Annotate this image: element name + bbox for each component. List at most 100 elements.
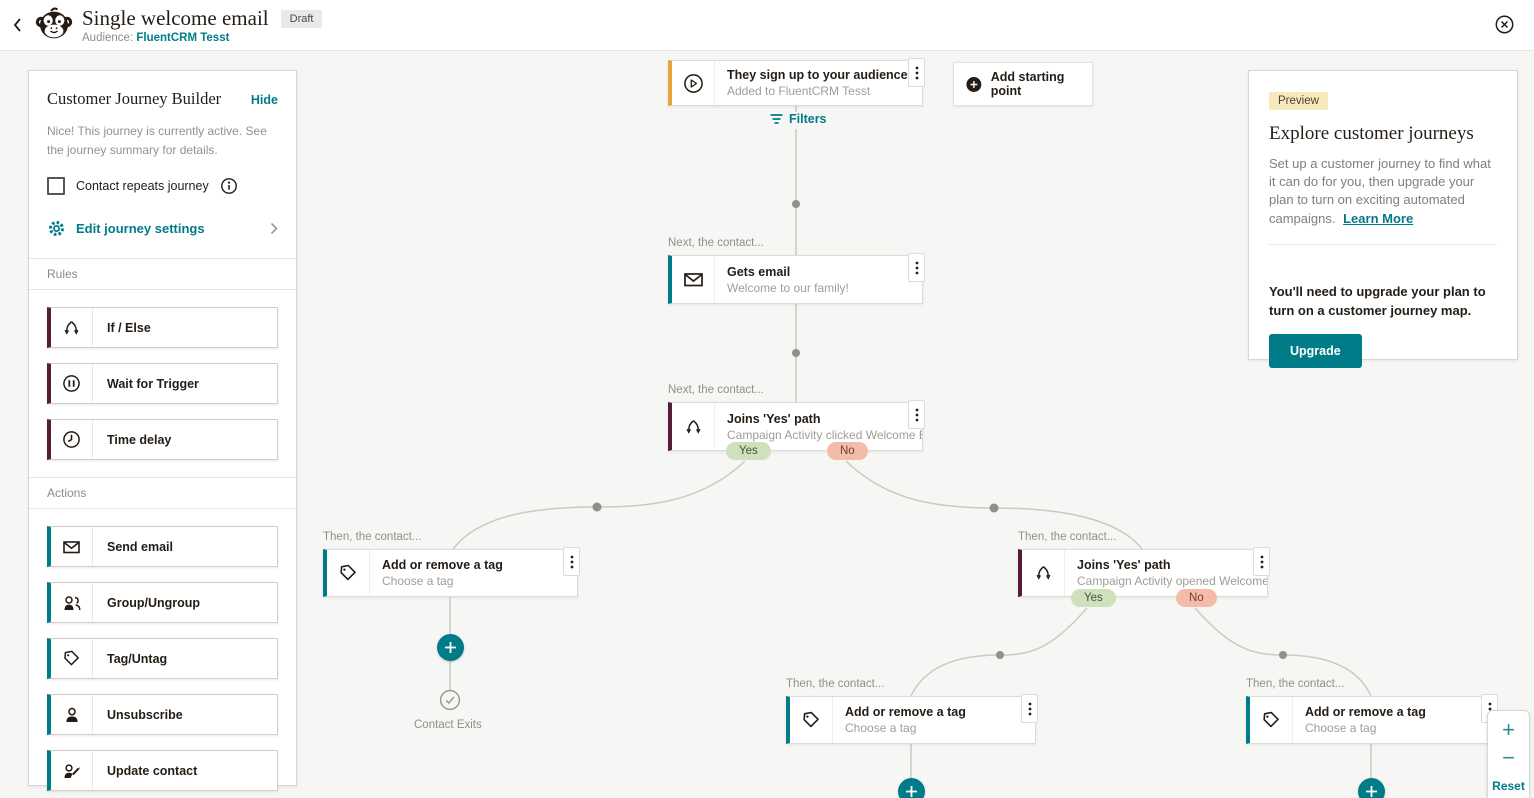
action-group-ungroup[interactable]: Group/Ungroup: [47, 582, 278, 624]
upgrade-button[interactable]: Upgrade: [1269, 334, 1362, 369]
yes-path-badge[interactable]: Yes: [726, 442, 771, 460]
filters-link[interactable]: Filters: [770, 112, 827, 126]
zoom-out-button[interactable]: −: [1502, 745, 1515, 770]
action-update-contact[interactable]: Update contact: [47, 750, 278, 792]
tag-icon: [790, 697, 833, 743]
chevron-right-icon: [270, 223, 278, 235]
step-connector-label: Next, the contact...: [668, 237, 764, 249]
contact-repeats-label: Contact repeats journey: [76, 179, 209, 194]
info-icon[interactable]: [220, 177, 238, 195]
node-menu-button[interactable]: [908, 58, 925, 87]
rule-label: Time delay: [107, 432, 172, 447]
node-subtitle: Choose a tag: [1305, 721, 1377, 735]
rule-if-else[interactable]: If / Else: [47, 307, 278, 349]
edit-journey-settings-label: Edit journey settings: [76, 221, 205, 237]
node-subtitle: Choose a tag: [382, 574, 454, 588]
kebab-icon: [915, 408, 918, 421]
rule-wait-for-trigger[interactable]: Wait for Trigger: [47, 363, 278, 405]
plus-circle-icon: [966, 76, 982, 92]
node-title: Add or remove a tag: [1305, 705, 1426, 719]
back-button[interactable]: [0, 17, 34, 33]
tag-icon: [51, 639, 93, 679]
node-title: Joins 'Yes' path: [1077, 558, 1171, 572]
action-label: Tag/Untag: [107, 651, 168, 666]
plus-icon: [906, 786, 917, 797]
person-icon: [51, 695, 93, 735]
node-subtitle: Campaign Activity opened Welcome Em...: [1077, 574, 1267, 588]
step-connector-label: Next, the contact...: [668, 384, 764, 396]
rule-label: If / Else: [107, 320, 151, 335]
node-title: Joins 'Yes' path: [727, 411, 821, 426]
edit-journey-settings[interactable]: Edit journey settings: [47, 219, 278, 238]
yes-path-badge[interactable]: Yes: [1071, 589, 1116, 607]
divider: [1269, 243, 1497, 245]
contact-repeats-checkbox[interactable]: [47, 177, 65, 196]
node-subtitle: Choose a tag: [845, 721, 917, 735]
node-menu-button[interactable]: [1253, 547, 1270, 576]
preview-heading: Explore customer journeys: [1269, 123, 1474, 144]
filter-icon: [770, 114, 783, 124]
plus-icon: [1366, 786, 1377, 797]
action-unsubscribe[interactable]: Unsubscribe: [47, 694, 278, 736]
node-tag-middle[interactable]: Add or remove a tag Choose a tag: [786, 694, 1038, 744]
branch-icon: [672, 403, 715, 450]
step-connector-label: Then, the contact...: [1018, 531, 1117, 543]
node-branch-opened[interactable]: Joins 'Yes' path Campaign Activity opene…: [1018, 547, 1270, 597]
zoom-controls: + − Reset: [1487, 710, 1530, 798]
node-title: Add or remove a tag: [845, 705, 966, 719]
add-step-button[interactable]: [437, 634, 464, 661]
upgrade-note: You'll need to upgrade your plan to turn…: [1269, 283, 1486, 318]
person-edit-icon: [51, 751, 93, 791]
hide-sidebar-link[interactable]: Hide: [250, 93, 278, 107]
close-button[interactable]: [1495, 15, 1514, 39]
node-branch-clicked[interactable]: Joins 'Yes' path Campaign Activity click…: [668, 400, 925, 451]
back-chevron-icon: [13, 18, 21, 32]
audience-link[interactable]: FluentCRM Tesst: [136, 32, 230, 44]
contact-exits-label: Contact Exits: [414, 719, 482, 731]
audience-label: Audience:: [82, 32, 134, 44]
header: Single welcome email Draft Audience: Flu…: [0, 0, 1534, 51]
node-menu-button[interactable]: [908, 400, 925, 429]
gear-icon: [48, 221, 65, 237]
node-gets-email[interactable]: Gets email Welcome to our family!: [668, 253, 925, 304]
action-label: Unsubscribe: [107, 707, 183, 722]
node-menu-button[interactable]: [1021, 694, 1038, 723]
node-trigger-signup[interactable]: They sign up to your audience Added to F…: [668, 58, 925, 106]
learn-more-link[interactable]: Learn More: [1343, 210, 1414, 226]
action-send-email[interactable]: Send email: [47, 526, 278, 568]
node-subtitle: Welcome to our family!: [727, 280, 849, 295]
action-label: Send email: [107, 539, 173, 554]
node-tag-left[interactable]: Add or remove a tag Choose a tag: [323, 547, 580, 597]
node-menu-button[interactable]: [908, 253, 925, 282]
add-starting-point-button[interactable]: Add starting point: [953, 62, 1093, 106]
rule-time-delay[interactable]: Time delay: [47, 419, 278, 461]
action-tag-untag[interactable]: Tag/Untag: [47, 638, 278, 680]
actions-card-list: Send email Group/Ungroup: [29, 509, 296, 798]
contact-exits-icon: [439, 689, 461, 711]
node-menu-button[interactable]: [563, 547, 580, 576]
journey-builder-sidebar: Customer Journey Builder Hide Nice! This…: [28, 70, 297, 792]
zoom-in-button[interactable]: +: [1502, 717, 1515, 742]
actions-section-heading: Actions: [29, 477, 296, 510]
clock-icon: [51, 420, 93, 460]
tag-icon: [327, 550, 370, 596]
add-starting-point-label: Add starting point: [990, 70, 1065, 98]
add-step-button[interactable]: [1358, 778, 1385, 798]
contact-repeats-row: Contact repeats journey: [47, 177, 278, 196]
kebab-icon: [570, 555, 573, 568]
title-block: Single welcome email Draft Audience: Flu…: [82, 6, 323, 44]
envelope-icon: [672, 256, 715, 303]
zoom-reset-button[interactable]: Reset: [1492, 779, 1525, 793]
action-label: Update contact: [107, 763, 198, 778]
node-tag-right[interactable]: Add or remove a tag Choose a tag: [1246, 694, 1498, 744]
preview-body-text: Set up a customer journey to find what i…: [1269, 156, 1491, 226]
add-step-button[interactable]: [898, 778, 925, 798]
node-title: They sign up to your audience: [727, 68, 908, 82]
step-connector-label: Then, the contact...: [323, 531, 422, 543]
rules-section-heading: Rules: [29, 258, 296, 291]
no-path-badge[interactable]: No: [1176, 589, 1217, 607]
rule-label: Wait for Trigger: [107, 376, 199, 391]
no-path-badge[interactable]: No: [827, 442, 868, 460]
